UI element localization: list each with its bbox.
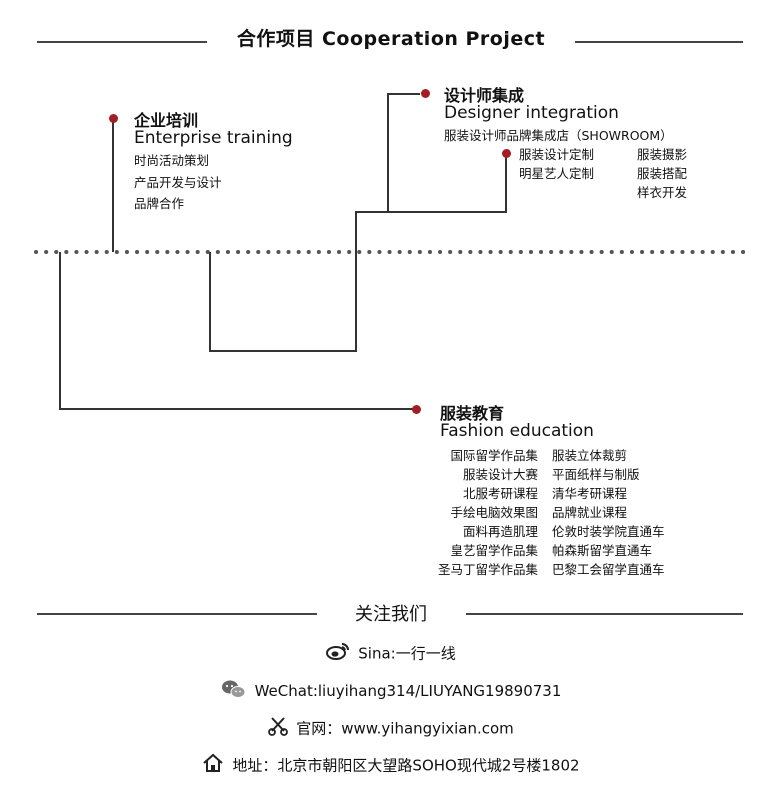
education-item: 巴黎工会留学直通车 — [552, 562, 665, 577]
address-row: 地址：北京市朝阳区大望路SOHO现代城2号楼1802 — [0, 753, 782, 777]
designer-sub-node-dot — [502, 149, 511, 158]
designer-node-dot — [421, 89, 430, 98]
education-item: 服装立体裁剪 — [552, 448, 628, 463]
wechat-icon — [221, 679, 247, 703]
designer-item: 明星艺人定制 — [519, 166, 595, 181]
education-item: 帕森斯留学直通车 — [552, 543, 653, 558]
scissors-icon — [268, 716, 289, 740]
home-icon — [202, 753, 224, 777]
website-row: 官网：www.yihangyixian.com — [0, 716, 782, 740]
sina-row: Sina:一行一线 — [0, 642, 782, 664]
designer-subtitle: 服装设计师品牌集成店（SHOWROOM） — [444, 128, 673, 143]
designer-title-cn: 设计师集成 — [444, 86, 525, 105]
follow-rule-left — [37, 613, 317, 615]
header-rule-left — [37, 41, 207, 43]
designer-connector — [209, 93, 420, 352]
sina-text[interactable]: Sina:一行一线 — [358, 644, 456, 663]
education-item: 伦敦时装学院直通车 — [552, 524, 665, 539]
wechat-text[interactable]: WeChat:liuyihang314/LIUYANG19890731 — [254, 682, 562, 700]
training-item: 产品开发与设计 — [134, 175, 222, 190]
education-item: 清华考研课程 — [552, 486, 628, 501]
page-title: 合作项目 Cooperation Project — [236, 28, 546, 50]
education-item: 圣马丁留学作品集 — [437, 562, 538, 577]
education-item: 国际留学作品集 — [450, 448, 538, 463]
education-item: 皇艺留学作品集 — [450, 543, 538, 558]
designer-item: 服装摄影 — [637, 147, 688, 162]
training-item: 时尚活动策划 — [134, 153, 210, 168]
wechat-row: WeChat:liuyihang314/LIUYANG19890731 — [0, 679, 782, 703]
education-item: 品牌就业课程 — [552, 505, 628, 520]
education-item: 手绘电脑效果图 — [450, 505, 538, 520]
education-item: 服装设计大赛 — [462, 467, 538, 482]
website-link[interactable]: 官网：www.yihangyixian.com — [296, 719, 514, 738]
designer-item: 服装搭配 — [637, 166, 688, 181]
training-item: 品牌合作 — [134, 196, 185, 211]
training-title-cn: 企业培训 — [134, 111, 199, 130]
training-title-en: Enterprise training — [134, 128, 293, 148]
follow-rule-right — [466, 613, 743, 615]
education-item: 平面纸样与制版 — [552, 467, 640, 482]
designer-item: 服装设计定制 — [519, 147, 595, 162]
designer-sub-connector — [388, 152, 507, 213]
weibo-icon — [326, 642, 350, 664]
education-title-cn: 服装教育 — [440, 404, 505, 423]
education-item: 面料再造肌理 — [462, 524, 538, 539]
follow-title: 关注我们 — [355, 604, 427, 625]
education-node-dot — [412, 405, 421, 414]
address-text: 地址：北京市朝阳区大望路SOHO现代城2号楼1802 — [232, 756, 580, 775]
designer-item: 样衣开发 — [637, 185, 688, 200]
header-rule-right — [575, 41, 743, 43]
training-node-dot — [109, 114, 118, 123]
designer-title-en: Designer integration — [444, 103, 619, 123]
education-item: 北服考研课程 — [462, 486, 538, 501]
education-connector — [59, 252, 416, 410]
education-title-en: Fashion education — [440, 421, 594, 441]
connector-lines — [34, 93, 748, 410]
